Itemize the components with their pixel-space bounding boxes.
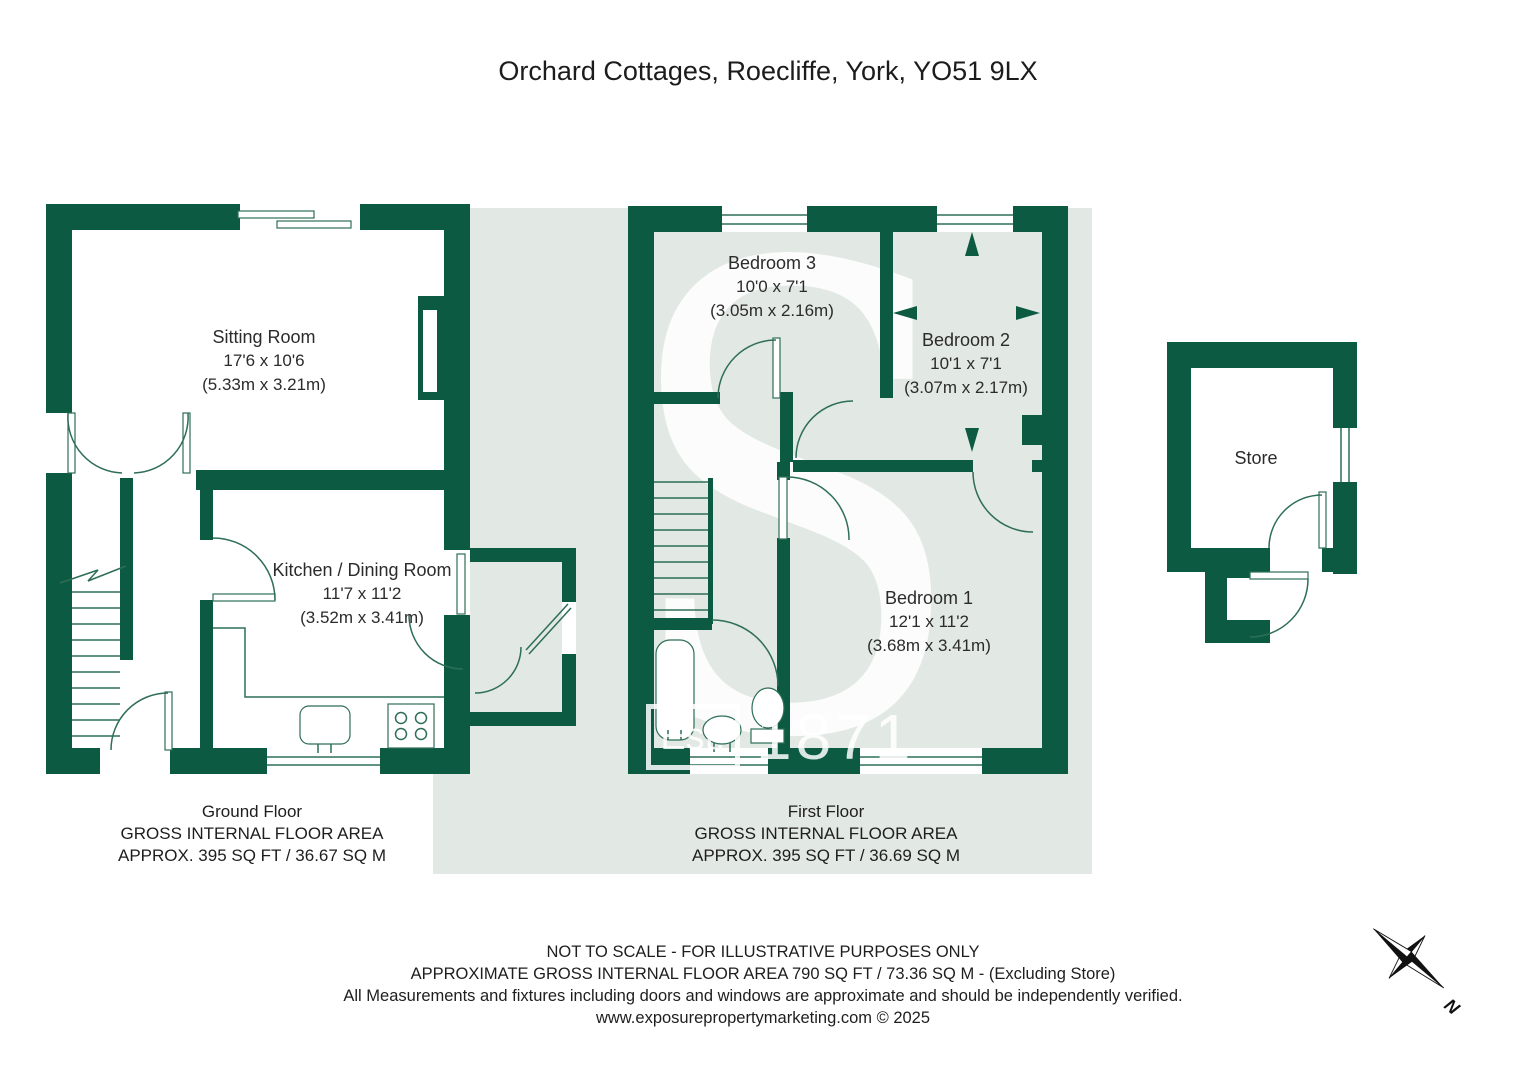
bathtub: [655, 639, 695, 741]
disclaimer-line-1: NOT TO SCALE - FOR ILLUSTRATIVE PURPOSES…: [546, 943, 980, 961]
measurement-arrows: [893, 232, 1040, 452]
page-title: Orchard Cottages, Roecliffe, York, YO51 …: [498, 56, 1038, 86]
room-label-store: Store: [1234, 446, 1277, 470]
room-label-kitchen-dining: Kitchen / Dining Room 11'7 x 11'2 (3.52m…: [272, 558, 451, 630]
disclaimer-line-3: All Measurements and fixtures including …: [343, 987, 1183, 1005]
first-floor-caption: First Floor GROSS INTERNAL FLOOR AREA AP…: [692, 801, 960, 867]
floor-area-line1: GROSS INTERNAL FLOOR AREA: [120, 824, 384, 843]
floor-area-line1: GROSS INTERNAL FLOOR AREA: [694, 824, 958, 843]
ground-floor-plan: [46, 204, 576, 774]
first-floor-openings: [690, 206, 1013, 774]
room-name: Kitchen / Dining Room: [272, 560, 452, 580]
floor-area-line2: APPROX. 395 SQ FT / 36.67 SQ M: [117, 846, 387, 865]
compass-north-label: N: [1440, 995, 1464, 1019]
ground-floor-caption: Ground Floor GROSS INTERNAL FLOOR AREA A…: [118, 801, 386, 867]
store-window: [1333, 428, 1357, 482]
room-name: Sitting Room: [212, 327, 316, 347]
room-dim-metric: (5.33m x 3.21m): [202, 375, 326, 394]
watermark-est-label: Est.: [646, 704, 740, 770]
room-dim-metric: (3.68m x 3.41m): [867, 636, 991, 655]
bathroom-sink: [702, 715, 742, 752]
room-label-bedroom-2: Bedroom 2 10'1 x 7'1 (3.07m x 2.17m): [904, 328, 1028, 400]
store-plan: [1167, 342, 1357, 643]
ground-floor-stairs: [59, 565, 127, 737]
kitchen-sink: [299, 705, 351, 753]
room-label-bedroom-3: Bedroom 3 10'0 x 7'1 (3.05m x 2.16m): [710, 251, 834, 323]
floor-name: Ground Floor: [201, 802, 303, 821]
kitchen-hob: [387, 703, 435, 749]
floor-name: First Floor: [787, 802, 865, 821]
watermark-est-badge: Est. 1871: [646, 700, 914, 774]
watermark-year-label: 1871: [756, 701, 915, 773]
room-dim-imperial: 17'6 x 10'6: [223, 351, 305, 370]
room-dim-metric: (3.52m x 3.41m): [300, 608, 424, 627]
first-floor-stairs: [654, 481, 708, 611]
room-name: Bedroom 2: [921, 330, 1011, 350]
room-dim-imperial: 10'1 x 7'1: [930, 354, 1002, 373]
room-dim-imperial: 12'1 x 11'2: [889, 612, 969, 631]
store-lobby-interior: [1227, 578, 1250, 620]
disclaimer-line-4: www.exposurepropertymarketing.com © 2025: [595, 1009, 931, 1027]
ground-floor-doors: [67, 412, 572, 751]
store-doors: [1249, 491, 1327, 638]
room-dim-imperial: 10'0 x 7'1: [736, 277, 808, 296]
first-floor-plan: [628, 206, 1068, 774]
floor-area-line2: APPROX. 395 SQ FT / 36.69 SQ M: [691, 846, 961, 865]
disclaimer-line-2: APPROXIMATE GROSS INTERNAL FLOOR AREA 79…: [410, 965, 1116, 983]
compass-icon: N: [1373, 928, 1464, 1019]
room-name: Bedroom 1: [884, 588, 974, 608]
footer-disclaimer: NOT TO SCALE - FOR ILLUSTRATIVE PURPOSES…: [343, 941, 1182, 1029]
toilet: [750, 687, 785, 744]
room-label-bedroom-1: Bedroom 1 12'1 x 11'2 (3.68m x 3.41m): [867, 586, 991, 658]
first-floor-doors: [711, 337, 1034, 687]
store-walls: [1167, 342, 1357, 643]
ground-floor-windows: [237, 210, 380, 766]
room-label-sitting-room: Sitting Room 17'6 x 10'6 (5.33m x 3.21m): [202, 325, 326, 397]
room-name: Store: [1234, 448, 1278, 468]
room-dim-metric: (3.05m x 2.16m): [710, 301, 834, 320]
room-dim-imperial: 11'7 x 11'2: [322, 584, 402, 603]
kitchen-counter: [213, 627, 444, 698]
store-interior: [1191, 368, 1333, 548]
room-name: Bedroom 3: [727, 253, 817, 273]
room-dim-metric: (3.07m x 2.17m): [904, 378, 1028, 397]
